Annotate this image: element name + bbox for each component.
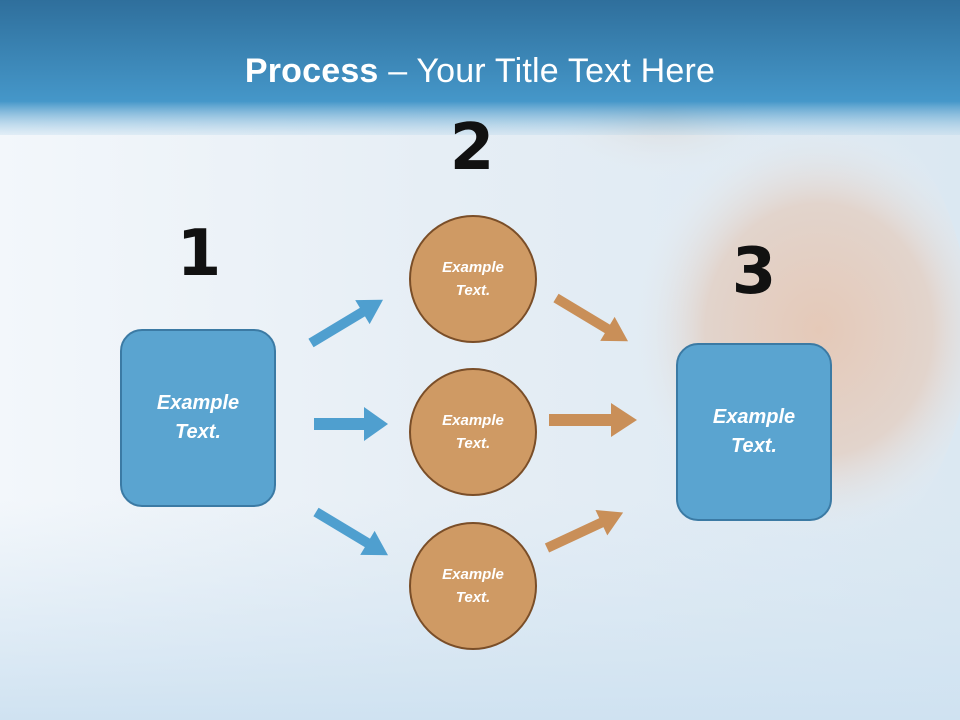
step-number-1: 1	[176, 217, 222, 291]
step2-circle-2: Example Text.	[409, 368, 537, 496]
slide-title: Process – Your Title Text Here	[0, 52, 960, 91]
step1-box: Example Text.	[120, 329, 276, 507]
title-rest: – Your Title Text Here	[378, 52, 716, 90]
step1-box-text: Example Text.	[156, 392, 240, 443]
title-bar	[0, 0, 960, 135]
title-bold: Process	[244, 52, 379, 90]
step2-circle-1: Example Text.	[409, 215, 537, 343]
step2-circle-3: Example Text.	[409, 522, 537, 650]
step3-box-text: Example Text.	[712, 406, 796, 457]
circle-2-text: Example Text.	[442, 412, 504, 452]
step3-box: Example Text.	[676, 343, 832, 521]
step-number-2: 2	[449, 111, 495, 185]
circle-1-text: Example Text.	[442, 259, 504, 299]
step-number-3: 3	[731, 235, 777, 309]
circle-3-text: Example Text.	[442, 566, 504, 606]
